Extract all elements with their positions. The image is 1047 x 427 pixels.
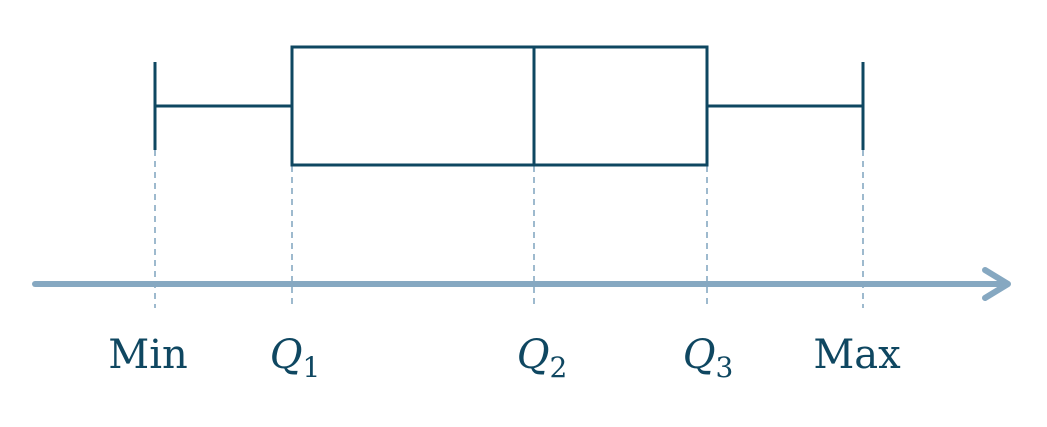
label-max: Max: [813, 332, 901, 378]
axis-arrowhead: [982, 267, 1011, 301]
label-q1: Q1: [270, 332, 321, 384]
label-q1-sub: 1: [302, 351, 320, 384]
label-q3-sub: 3: [715, 351, 733, 384]
interquartile-box: [290, 45, 709, 167]
label-min: Min: [108, 332, 188, 378]
number-axis: [32, 267, 1011, 301]
label-q2: Q2: [517, 332, 568, 384]
label-q1-base: Q: [270, 332, 303, 378]
box-plot: [153, 45, 865, 167]
axis-labels: Min Q1 Q2 Q3 Max: [108, 332, 901, 384]
label-q3: Q3: [683, 332, 734, 384]
label-q3-base: Q: [683, 332, 716, 378]
label-q2-base: Q: [517, 332, 550, 378]
guide-lines: [154, 150, 864, 308]
label-q2-sub: 2: [549, 351, 567, 384]
